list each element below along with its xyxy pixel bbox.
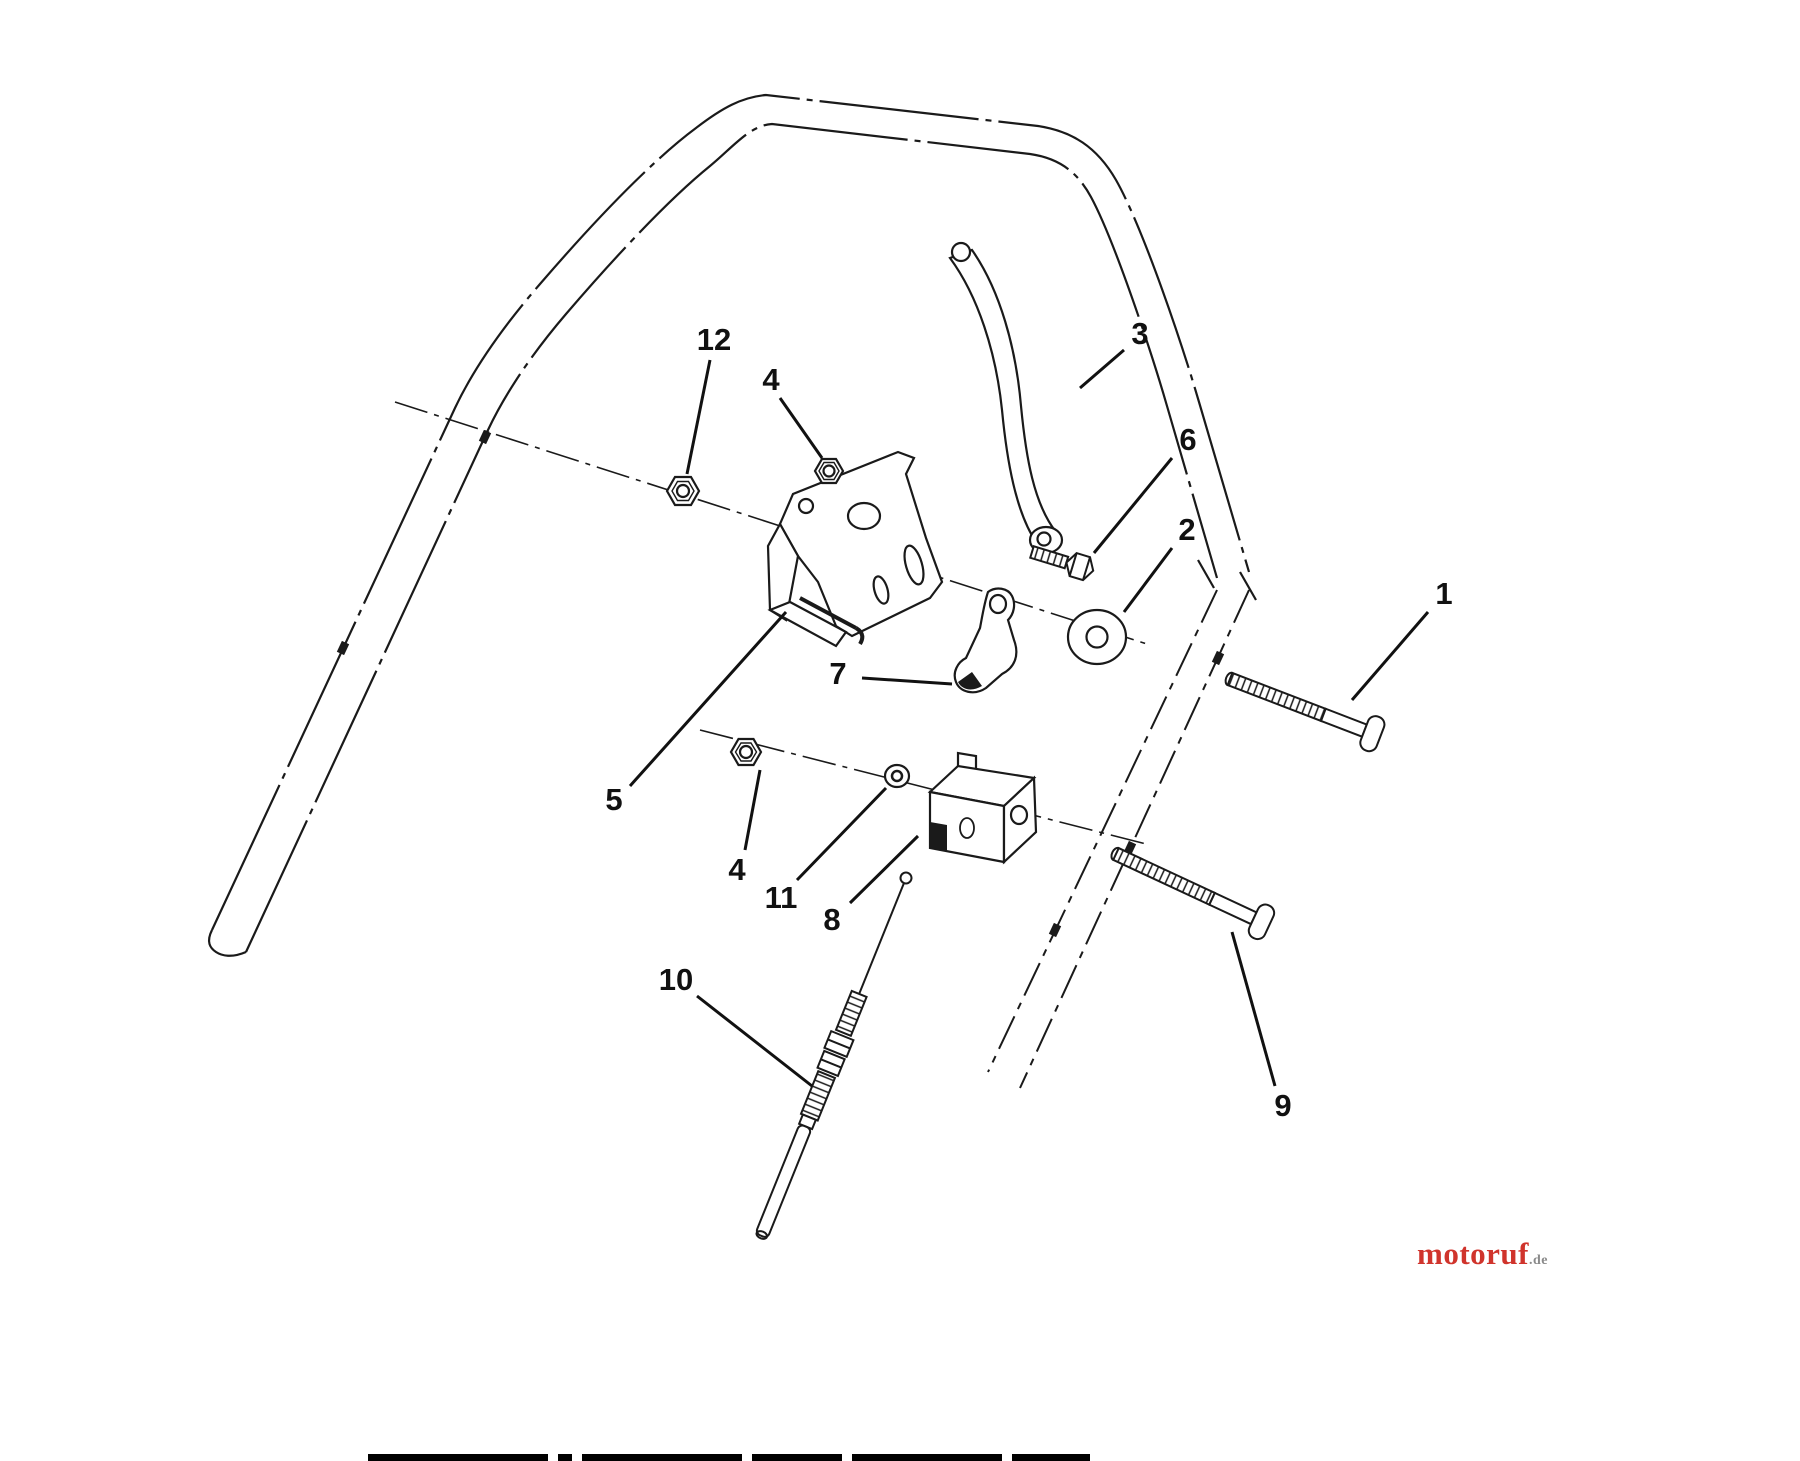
leader-line-10 [696,994,813,1088]
mount-tick-icon [478,429,492,445]
leader-line-7 [861,676,953,686]
part-hex-nut-12 [665,475,701,507]
handle-tube-inner-line [245,122,1219,953]
leader-line-9 [1230,931,1277,1087]
mount-tick-icon [1048,922,1062,938]
leader-line-1 [1350,611,1430,701]
motoruf-logo[interactable]: motoruf.de [1417,1236,1548,1272]
part-control-lever [948,241,1064,555]
right-tube-phantom-line-2 [987,589,1218,1073]
callout-4-upper: 4 [762,362,780,397]
leader-line-12 [685,359,712,475]
upper-axis-line [394,401,1151,646]
handle-tube [207,93,1257,1089]
callout-7: 7 [829,656,846,691]
callout-4-lower: 4 [728,852,746,887]
callout-10: 10 [659,962,693,997]
leader-line-4-upper [778,397,824,459]
callout-6: 6 [1179,422,1196,457]
mount-tick-icon [336,640,350,656]
leader-line-6 [1092,457,1174,554]
callout-numbers: 1 2 3 4 4 5 6 7 8 9 10 11 12 [605,316,1452,1123]
leader-line-4-lower [743,769,762,851]
cropped-heading-top-edge [368,1454,1090,1461]
part-washer-11 [883,763,911,789]
leader-line-8 [848,834,920,905]
part-knob-2 [1066,608,1128,666]
callout-3: 3 [1131,316,1148,351]
leader-line-3 [1079,348,1125,390]
right-tube-phantom-line-1 [1019,589,1250,1089]
tube-break-mark-1 [1197,559,1215,589]
leader-line-5 [628,610,788,788]
part-hex-bolt-6 [1028,545,1095,582]
part-cable-trunnion-7 [953,587,1018,694]
handle-tube-break-squiggle [207,929,247,957]
leader-line-2 [1122,547,1174,613]
callout-12: 12 [697,322,731,357]
part-hex-nut-4-upper [813,457,845,485]
part-hex-nut-4-lower [729,737,763,767]
motoruf-logo-text: motoruf [1417,1236,1529,1271]
tube-break-mark-2 [1239,571,1257,601]
part-control-cable-10 [755,871,913,1240]
lower-axis-line [699,729,1151,846]
tube-mount-ticks [336,429,1225,938]
assembly-axis-lines [394,401,1151,846]
callout-leader-lines [628,348,1430,1088]
callout-11: 11 [765,880,798,915]
handle-tube-outer-line [211,93,1251,931]
motoruf-logo-tld: .de [1528,1253,1548,1268]
callout-2: 2 [1178,512,1195,547]
part-mounting-bracket [766,450,944,648]
part-bolt-9 [1110,846,1276,941]
leader-line-11 [795,786,888,882]
part-bolt-1 [1224,671,1386,753]
callout-1: 1 [1435,576,1452,611]
mount-tick-icon [1211,650,1225,666]
callout-5: 5 [605,782,622,817]
part-cable-housing-8 [927,751,1038,865]
callout-8: 8 [823,902,840,937]
callout-9: 9 [1274,1088,1291,1123]
